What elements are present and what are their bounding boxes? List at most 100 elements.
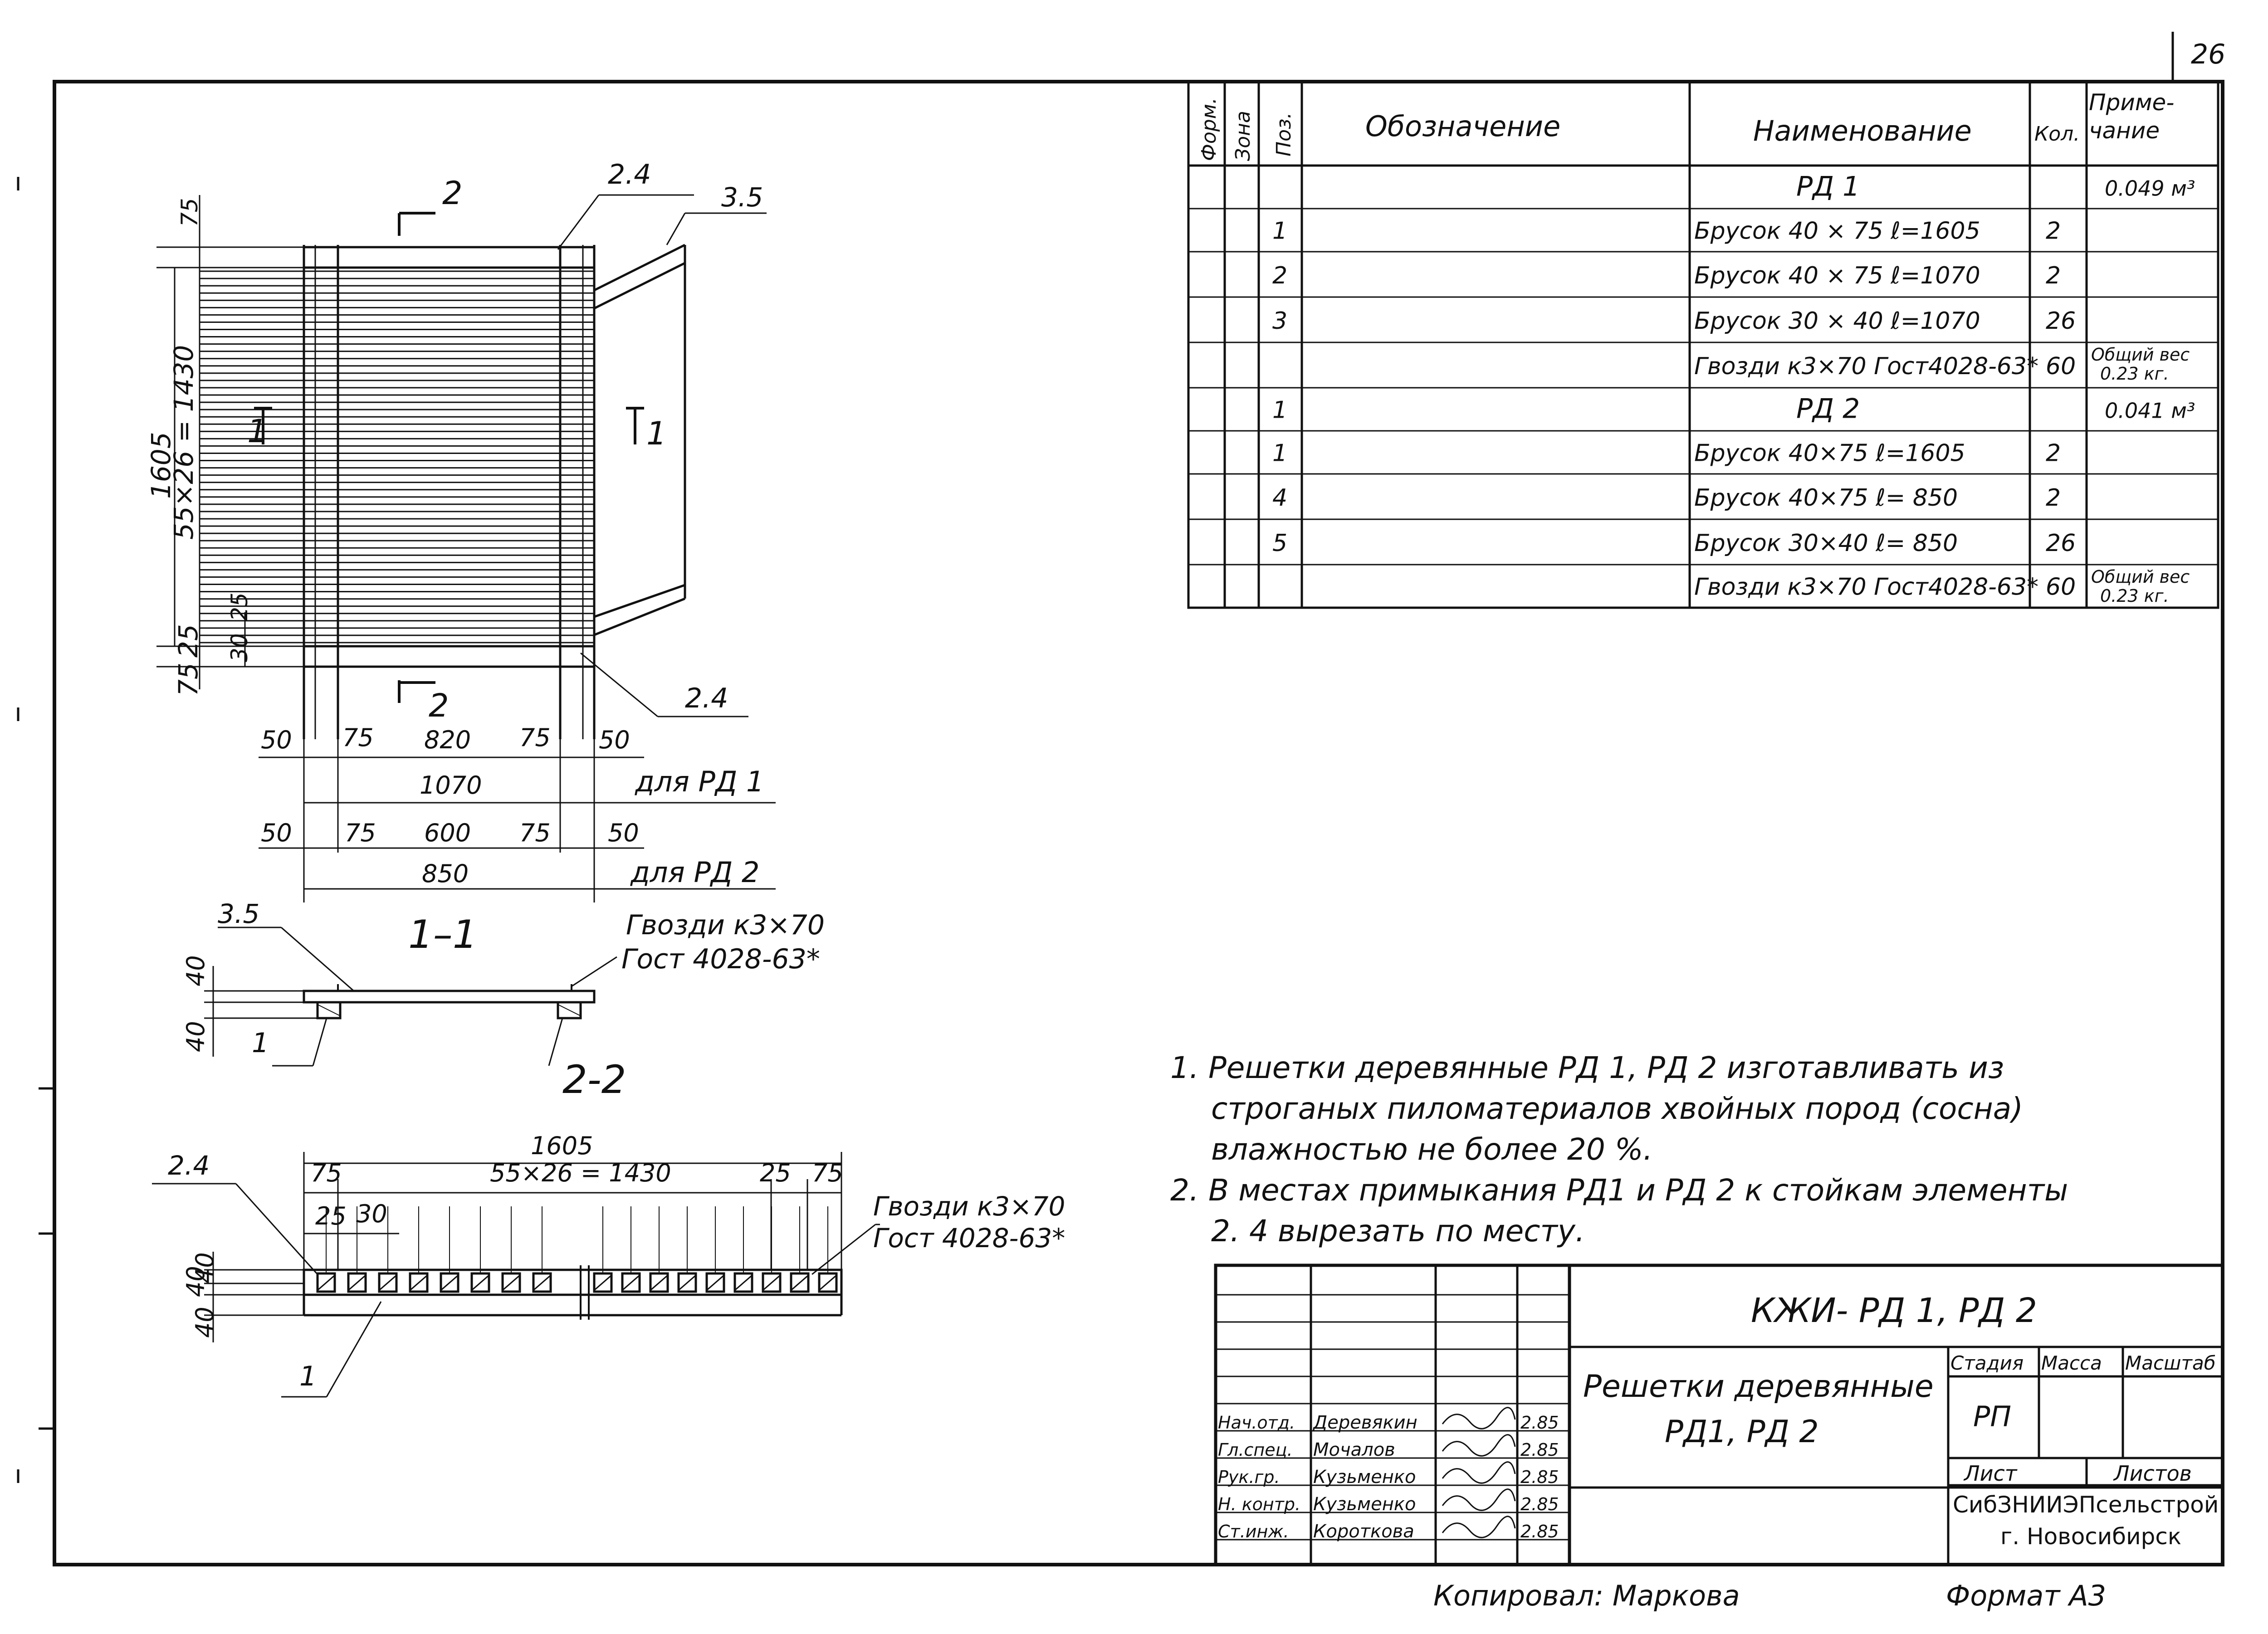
title-block: [1214, 1263, 2224, 1566]
dim-600: 600: [424, 819, 471, 847]
section-1-1-gost: Гост 4028-63*: [621, 943, 820, 975]
paper-format: Формат А3: [1946, 1579, 2106, 1612]
spec-row-name: Брусок 40 × 75 ℓ=1605: [1694, 218, 1980, 245]
section-2-2-dim-40-b: 40: [181, 1266, 210, 1297]
dim-850: 850: [422, 859, 469, 888]
section-1-1-dim-40-b: 40: [181, 1021, 210, 1052]
spec-row-qty: 2: [2046, 440, 2061, 467]
slat: [199, 343, 595, 352]
section-2-label-bottom: 2: [429, 687, 449, 724]
spec-header-format: Форм.: [1198, 98, 1221, 161]
slat: [199, 285, 595, 294]
spec-row-note: 0.049 м³: [2105, 176, 2195, 201]
spec-row-pos: 3: [1272, 307, 1287, 335]
spec-row-qty: 2: [2046, 218, 2061, 245]
slat: [199, 401, 595, 410]
spec-row-name: Брусок 30 × 40 ℓ=1070: [1694, 307, 1980, 335]
label-for-rd2: для РД 2: [630, 856, 759, 889]
dim-50-right-2: 50: [608, 819, 639, 847]
signature-role: Н. контр.: [1218, 1494, 1300, 1514]
spec-table: [1187, 80, 2219, 609]
callout-35: 3.5: [721, 182, 763, 213]
section-1-1-dim-40-a: 40: [181, 955, 210, 986]
dim-overall-1605: 1605: [146, 432, 176, 499]
dim-row-rd1: 50 75 820 75 50: [261, 723, 630, 754]
slat: [199, 591, 595, 600]
title-block-sheets-label: Листов: [2113, 1461, 2192, 1486]
section-slat: [316, 1206, 336, 1293]
section-slat: [378, 1206, 398, 1293]
signature-row: Ст.инж. Короткова 2.85: [1218, 1516, 1559, 1542]
signature-name: Короткова: [1313, 1521, 1414, 1542]
spec-row-qty: 60: [2046, 574, 2076, 601]
signature-date: 2.85: [1520, 1440, 1559, 1460]
dim-1070: 1070: [420, 771, 482, 800]
dim-75-right-2: 75: [519, 819, 551, 847]
slat: [199, 460, 595, 469]
slat: [199, 576, 595, 585]
section-slat: [705, 1206, 725, 1293]
spec-row-name: Брусок 30×40 ℓ= 850: [1694, 530, 1958, 557]
section-slat: [409, 1206, 429, 1293]
section-slat: [621, 1206, 641, 1293]
signature-scribble: [1442, 1488, 1516, 1511]
slat: [199, 561, 595, 571]
section-slat: [440, 1206, 459, 1293]
section-slat: [649, 1206, 669, 1293]
title-block-sheet-label: Лист: [1963, 1461, 2018, 1486]
slat: [199, 634, 595, 644]
section-2-2-slats: [316, 1206, 838, 1293]
note-line-3: влажностью не более 20 %.: [1211, 1132, 1653, 1167]
dim-50-left: 50: [261, 726, 292, 754]
section-1-label-right: 1: [646, 415, 667, 452]
spec-row-pos: 1: [1272, 218, 1287, 245]
slat: [199, 358, 595, 367]
section-slat: [733, 1206, 753, 1293]
section-2-2-dim-40-a: 40: [191, 1252, 219, 1283]
spec-row-pos: 2: [1272, 262, 1287, 289]
signature-date: 2.85: [1520, 1522, 1559, 1541]
dim-75-left-2: 75: [345, 819, 376, 847]
signature-scribble: [1442, 1461, 1516, 1484]
title-block-org-2: г. Новосибирск: [2000, 1523, 2181, 1550]
title-block-scale-label: Масштаб: [2125, 1352, 2216, 1374]
spec-row-qty: 2: [2046, 262, 2061, 289]
signature-scribble: [1442, 1407, 1516, 1429]
slat: [199, 387, 595, 396]
title-block-stage: РП: [1973, 1400, 2011, 1433]
section-slat: [470, 1206, 490, 1293]
slat: [199, 372, 595, 381]
note-line-4: 2. В местах примыкания РД1 и РД 2 к стой…: [1170, 1173, 2068, 1208]
sheet-number: 26: [2191, 39, 2225, 70]
signature-role: Ст.инж.: [1218, 1522, 1289, 1541]
title-block-org-1: СибЗНИИЭПсельстрой: [1953, 1492, 2219, 1518]
dim-75-left: 75: [342, 723, 374, 752]
signature-role: Рук.гр.: [1218, 1467, 1280, 1487]
section-slat: [677, 1206, 697, 1293]
dim-30: 30: [226, 633, 253, 662]
spec-row: 3 Брусок 30 × 40 ℓ=1070 26: [1272, 307, 2076, 335]
section-1-1: [204, 927, 617, 1067]
section-2-2-dim-1605: 1605: [531, 1132, 593, 1160]
spec-row-name: Брусок 40×75 ℓ=1605: [1694, 440, 1965, 467]
dim-820: 820: [424, 726, 471, 754]
spec-row-name: Брусок 40×75 ℓ= 850: [1694, 484, 1958, 512]
signature-name: Кузьменко: [1313, 1494, 1416, 1515]
spec-row-name: Гвозди к3×70 Гост4028-63*: [1694, 574, 2038, 601]
spec-row-qty: 26: [2046, 307, 2076, 335]
spec-row-name: РД 2: [1796, 393, 1860, 425]
signature-name: Деревякин: [1312, 1412, 1418, 1433]
slat: [199, 299, 595, 308]
dim-75-top: 75: [176, 198, 203, 227]
signature-role: Нач.отд.: [1218, 1413, 1295, 1433]
section-2-2-dim-40-c: 40: [191, 1307, 219, 1338]
title-block-title-2: РД1, РД 2: [1665, 1414, 1819, 1450]
